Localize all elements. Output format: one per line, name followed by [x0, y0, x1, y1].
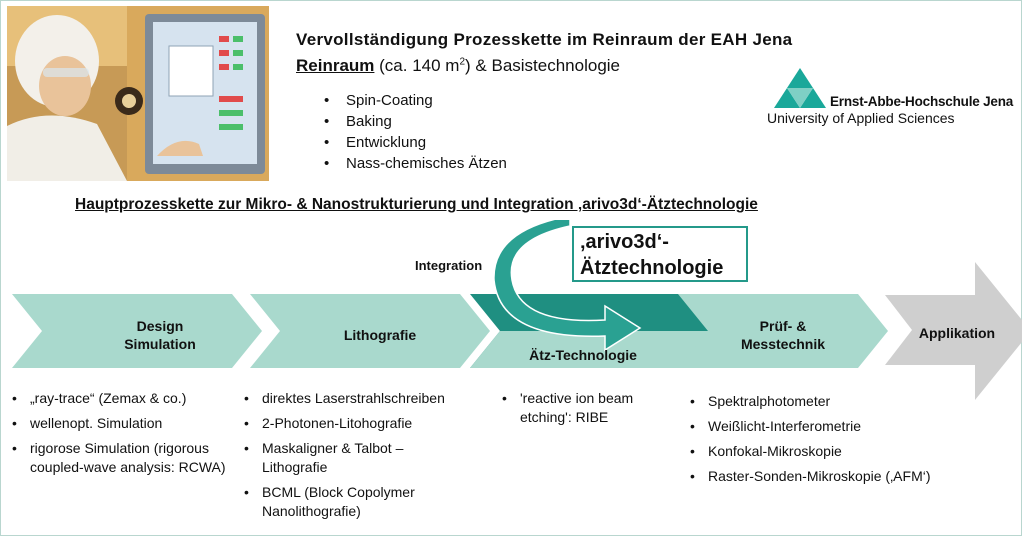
list-item: direktes Laserstrahlschreiben — [240, 389, 495, 408]
stage-lithografie: Lithografie — [310, 326, 450, 344]
stage-label: Design — [136, 318, 184, 334]
stage-label: Applikation — [918, 325, 996, 341]
basis-list: Spin-Coating Baking Entwicklung Nass-che… — [318, 90, 507, 174]
pruef-details: Spektralphotometer Weißlicht-Interferome… — [686, 392, 946, 492]
subtitle-part-1: (ca. 140 m — [374, 56, 460, 75]
cleanroom-photo — [7, 6, 269, 181]
callout-line-1: ‚arivo3d‘- — [580, 231, 669, 253]
eah-logo — [774, 68, 826, 108]
lithografie-chevron — [250, 294, 490, 368]
list-item: Weißlicht-Interferometrie — [686, 417, 946, 436]
list-item: 2-Photonen-Litohografie — [240, 414, 495, 433]
list-item: Nass-chemisches Ätzen — [318, 153, 507, 174]
list-item: Entwicklung — [318, 132, 507, 153]
list-item: 'reactive ion beam etching': RIBE — [498, 389, 678, 427]
page-title: Vervollständigung Prozesskette im Reinra… — [296, 30, 793, 49]
list-item: Raster-Sonden-Mikroskopie (‚AFM‘) — [686, 467, 946, 486]
stage-label: Simulation — [124, 336, 196, 352]
aetz-details: 'reactive ion beam etching': RIBE — [498, 389, 678, 433]
stage-design: Design Simulation — [100, 317, 220, 353]
subtitle-part-2: ) & Basistechnologie — [465, 56, 621, 75]
aetz-chevron-lower — [470, 331, 710, 368]
arivo-callout: ‚arivo3d‘- Ätztechnologie — [572, 226, 748, 282]
logo-name: Ernst-Abbe-Hochschule Jena — [830, 94, 1014, 109]
eah-logo-icon — [774, 68, 826, 108]
page-subtitle: Reinraum (ca. 140 m2) & Basistechnologie — [296, 56, 620, 76]
list-item: Spektralphotometer — [686, 392, 946, 411]
list-item: „ray-trace“ (Zemax & co.) — [8, 389, 238, 408]
design-chevron — [12, 294, 262, 368]
stage-label: Prüf- & — [759, 318, 807, 334]
list-item: Konfokal-Mikroskopie — [686, 442, 946, 461]
list-item: BCML (Block Copolymer Nanolithografie) — [240, 483, 482, 521]
integration-label: Integration — [415, 258, 483, 273]
stage-pruef: Prüf- & Messtechnik — [718, 317, 848, 353]
callout-line-2: Ätztechnologie — [580, 257, 724, 279]
stage-applikation: Applikation — [912, 324, 1002, 342]
stage-label: Messtechnik — [740, 336, 826, 352]
stage-aetz: Ätz-Technologie — [508, 346, 658, 364]
stage-label: Ätz-Technologie — [529, 347, 637, 363]
list-item: rigorose Simulation (rigorous coupled-wa… — [8, 439, 238, 477]
cleanroom-photo-graphic — [7, 6, 269, 181]
logo-subtitle: University of Applied Sciences — [767, 110, 955, 126]
lithografie-details: direktes Laserstrahlschreiben 2-Photonen… — [240, 389, 495, 527]
design-details: „ray-trace“ (Zemax & co.) wellenopt. Sim… — [8, 389, 238, 483]
integration-arrow — [493, 220, 642, 352]
list-item: Baking — [318, 111, 507, 132]
process-chain-diagram — [12, 220, 1022, 400]
pruef-chevron — [678, 294, 888, 368]
subtitle-superscript: 2 — [459, 56, 466, 68]
applikation-arrow-shape — [885, 262, 1022, 400]
main-heading: Hauptprozesskette zur Mikro- & Nanostruk… — [75, 196, 758, 213]
list-item: wellenopt. Simulation — [8, 414, 238, 433]
subtitle-underlined: Reinraum — [296, 56, 375, 75]
list-item: Spin-Coating — [318, 90, 507, 111]
list-item: Maskaligner & Talbot – Lithografie — [240, 439, 472, 477]
stage-label: Lithografie — [343, 327, 417, 343]
